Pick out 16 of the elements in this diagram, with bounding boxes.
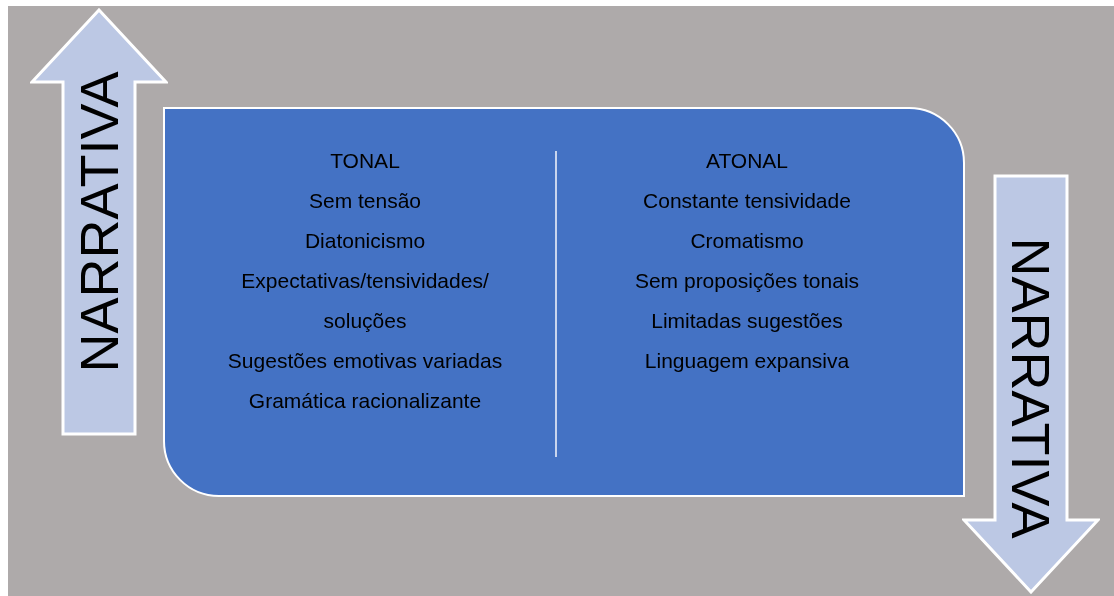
list-item: Expectativas/tensividades/	[241, 268, 489, 294]
arrow-label: NARRATIVA	[72, 71, 126, 373]
list-item: Sem tensão	[308, 188, 422, 214]
content-panel	[163, 107, 965, 497]
list-item: Diatonicismo	[304, 228, 426, 254]
list-item: Sugestões emotivas variadas	[227, 348, 503, 374]
list-item: Cromatismo	[690, 228, 804, 254]
list-item: soluções	[323, 308, 407, 334]
list-item: Linguagem expansiva	[644, 348, 850, 374]
column-heading: ATONAL	[705, 148, 789, 174]
list-item: Limitadas sugestões	[651, 308, 843, 334]
list-item: Sem proposições tonais	[634, 268, 860, 294]
arrow-label: NARRATIVA	[1004, 237, 1058, 539]
list-item: Gramática racionalizante	[248, 388, 482, 414]
column-heading: TONAL	[330, 148, 400, 174]
list-item: Constante tensividade	[643, 188, 851, 214]
